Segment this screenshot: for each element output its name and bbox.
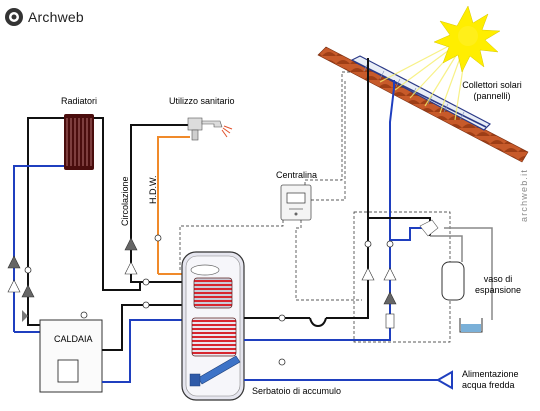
tap-icon	[187, 117, 233, 141]
electric-heater-element	[189, 355, 241, 387]
control-unit	[280, 184, 312, 221]
label-cold-water-line1: Alimentazione	[462, 369, 519, 379]
archweb-logo-icon	[5, 8, 23, 26]
label-sanitary: Utilizzo sanitario	[169, 96, 235, 106]
solar-valves	[142, 240, 397, 366]
dhw-circuit	[130, 124, 190, 283]
solar-loop	[244, 58, 493, 381]
expansion-vessel	[441, 261, 465, 301]
radiator-icon	[64, 114, 94, 170]
label-control-unit: Centralina	[276, 170, 318, 180]
label-expansion-vessel: vaso di espansione	[468, 274, 528, 296]
sun-icon	[379, 5, 501, 121]
label-boiler: CALDAIA	[54, 334, 93, 344]
label-expansion-line2: espansione	[474, 285, 522, 295]
boiler	[39, 311, 103, 393]
label-hdw: H.D.W.	[148, 175, 158, 205]
circulation-pump-icon	[124, 234, 162, 275]
radiator-circuit	[13, 117, 104, 333]
label-solar-line2: (pannelli)	[473, 91, 511, 101]
radiator-pump-icon	[7, 255, 35, 322]
lower-solar-coil	[191, 317, 237, 357]
label-radiators: Radiatori	[61, 96, 98, 106]
upper-heat-exchanger-coil	[193, 277, 233, 309]
label-circulation: Circolazione	[120, 176, 130, 226]
brand-name: Archweb	[28, 9, 84, 25]
label-expansion-line1: vaso di	[483, 274, 513, 284]
archweb-logo: Archweb	[4, 6, 84, 28]
label-cold-water: Alimentazione acqua fredda	[462, 369, 519, 391]
cold-water-inlet-arrow	[435, 370, 453, 390]
label-storage-tank: Serbatoio di accumulo	[252, 386, 342, 396]
solar-collector	[350, 55, 492, 131]
label-cold-water-line2: acqua fredda	[462, 380, 515, 390]
label-solar-line1: Collettori solari	[462, 80, 522, 90]
label-solar-collectors: Collettori solari (pannelli)	[446, 80, 538, 102]
roof	[317, 46, 529, 163]
collection-tray	[459, 318, 483, 333]
safety-valve-icon	[419, 219, 439, 237]
watermark: archweb.it	[519, 168, 529, 222]
